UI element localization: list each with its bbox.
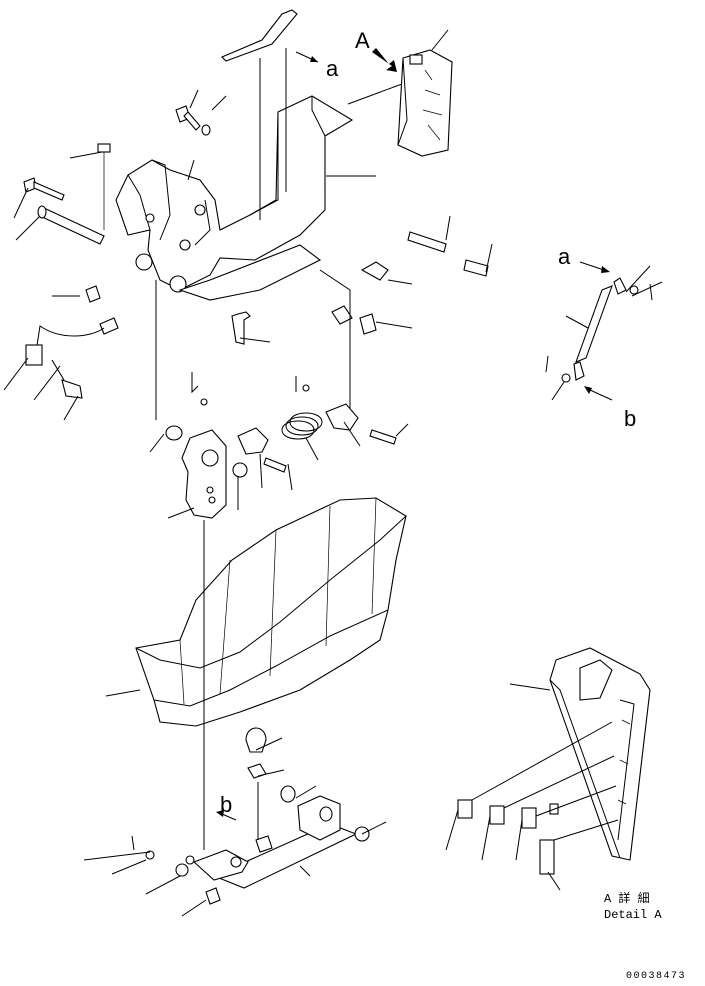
view-a-label: A [355,28,370,53]
clip-parts-right [331,261,389,335]
lower-plate [178,244,322,301]
controller-box [397,49,453,157]
bolt-mid-top [175,105,211,136]
callout-b-bottom: b [220,792,232,817]
limit-switch-right [302,384,397,445]
bushing-left [165,425,183,441]
detail-a-housing [549,647,651,861]
drawing-number: 00038473 [626,971,686,982]
coil-spring [281,412,323,440]
detail-a-title-jp: A 詳 細 [604,890,650,906]
view-arrow-a: A [355,28,397,72]
detail-a-title-en: Detail A [604,908,662,922]
bolt-top-left [23,177,65,201]
switch-mid [200,398,287,473]
detail-a-connectors [457,799,559,875]
bushing-right [232,462,248,478]
u-clip [231,311,251,345]
gas-spring [561,277,639,383]
rod-top [221,9,298,62]
switch-assembly-left [25,285,119,399]
callout-arrows [216,51,613,821]
cylinder-pin-right [407,231,489,277]
bolt-vertical [97,143,111,230]
main-bracket [115,95,354,293]
callout-a-right: a [558,244,571,269]
callout-a-top: a [326,56,339,81]
bottom-bracket [145,785,370,905]
boot-cover [135,497,407,727]
lever-arm [181,429,227,519]
callout-b-right: b [624,406,636,431]
pin-left [37,205,105,245]
leader-lines [3,29,663,917]
knob [245,727,267,779]
